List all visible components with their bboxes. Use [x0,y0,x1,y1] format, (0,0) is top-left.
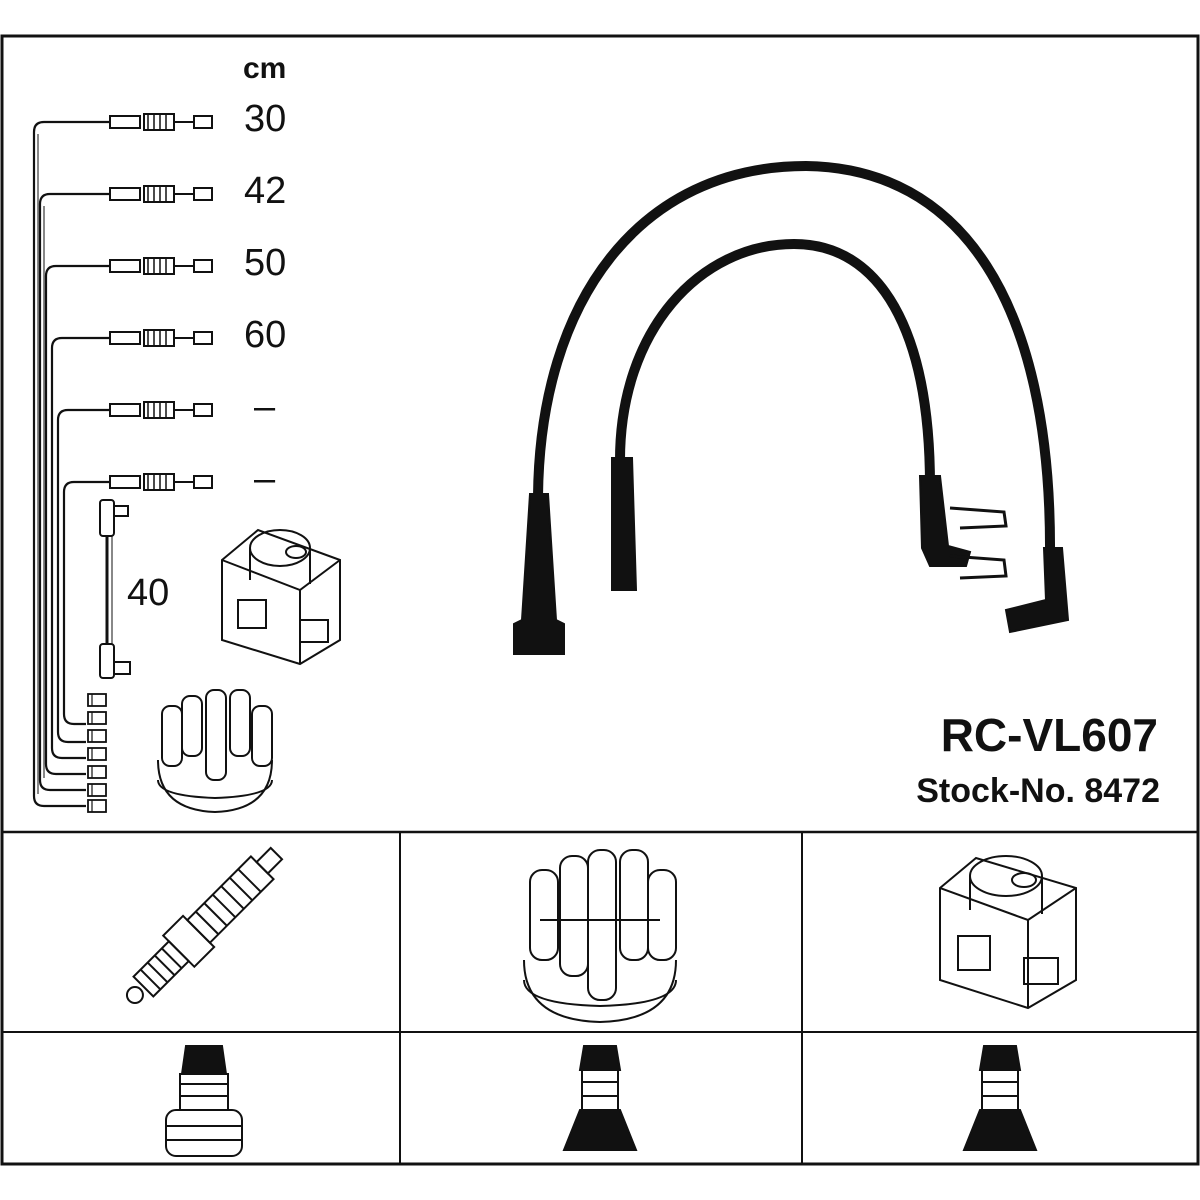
length-label-2: 42 [244,170,287,212]
length-label-3: 50 [244,242,287,284]
length-unit-label: cm [243,52,287,85]
lead-set-boots [513,457,1070,655]
lead-terminal-42 [109,185,213,203]
coil-lead [99,499,131,679]
ignition-coil-icon-small [221,528,341,666]
length-label-6: – [254,458,276,500]
stock-number: Stock-No. 8472 [916,772,1160,810]
plug-boot-icon [165,1045,243,1157]
lead-set-illustration [533,160,1056,561]
length-label-5: – [254,386,276,428]
length-label-1: 30 [244,98,287,140]
distributor-boot-icon [562,1045,638,1151]
coil-lead-length-label: 40 [127,572,170,614]
distributor-cap-icon [523,849,677,1024]
lead-terminal-30 [109,113,213,131]
spark-plug-icon [125,846,284,1005]
outer-frame [0,34,1200,1166]
coil-boot-icon [962,1045,1038,1151]
lead-set-clips [949,506,1008,580]
lead-terminal-60 [109,329,213,347]
lead-terminal-50 [109,257,213,275]
length-label-4: 60 [244,314,287,356]
product-code: RC-VL607 [940,709,1158,761]
distributor-cap-icon-small [157,689,273,814]
ignition-coil-icon [939,855,1077,1010]
lead-terminal-5 [109,401,213,419]
lead-schematic [32,120,110,808]
lead-terminal-6 [109,473,213,491]
